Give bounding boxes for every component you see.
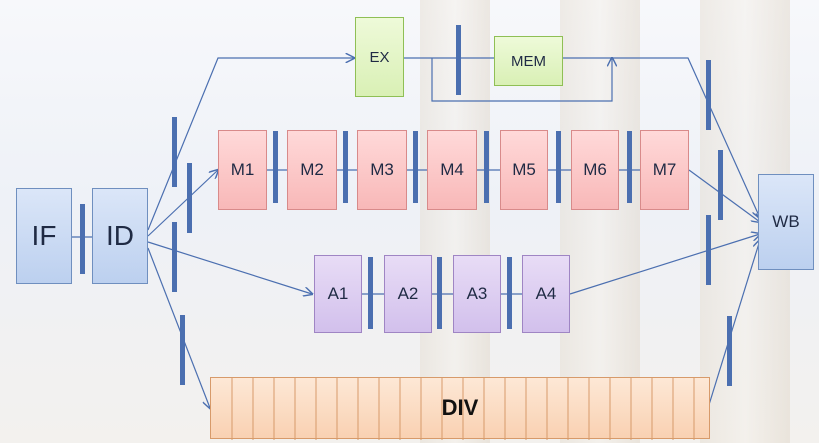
latch-div-wb [727, 316, 732, 386]
stage-m7-label: M7 [652, 160, 677, 179]
latch-a1-a2 [368, 257, 373, 329]
stage-a2-label: A2 [397, 284, 419, 303]
stage-m4-label: M4 [440, 160, 464, 179]
stage-a3: A3 [453, 255, 501, 333]
latch-m5-m6 [556, 131, 561, 203]
stage-m1: M1 [218, 130, 267, 210]
stage-ex: EX [355, 17, 404, 97]
wire-mem-wb [563, 57, 760, 218]
stage-m2-label: M2 [300, 160, 324, 179]
wire-bypass [431, 58, 612, 102]
stage-m4: M4 [427, 130, 477, 210]
latch-id-a1 [172, 222, 177, 292]
wire-id-m1 [147, 170, 218, 237]
div-cells [231, 378, 695, 440]
wire-a4-wb [569, 234, 760, 295]
stage-a4-label: A4 [535, 284, 557, 303]
wire-id-div [147, 247, 210, 408]
stage-div-label: DIV [441, 395, 479, 420]
latch-m1-m2 [273, 131, 278, 203]
stage-div: DIV [210, 377, 710, 440]
latch-m3-m4 [413, 131, 418, 203]
latch-m4-m5 [484, 131, 489, 203]
latch-if-id [80, 204, 85, 274]
wire-m7-wb [688, 169, 760, 222]
latch-mem-wb [706, 60, 711, 130]
stage-wb: WB [758, 174, 814, 270]
wire-id-ex [147, 58, 354, 231]
stage-a1: A1 [314, 255, 362, 333]
latch-ex-mem [456, 25, 461, 95]
stage-a1-label: A1 [327, 284, 349, 303]
latch-m7-wb [718, 150, 723, 220]
stage-m3-label: M3 [370, 160, 394, 179]
stage-id: ID [92, 188, 148, 284]
latch-a4-wb [706, 215, 711, 285]
stage-m6-label: M6 [583, 160, 607, 179]
stage-mem-label: MEM [511, 52, 546, 70]
latch-id-ex [172, 117, 177, 187]
stage-ex-label: EX [369, 48, 390, 66]
background-column [560, 0, 640, 443]
latch-m6-m7 [627, 131, 632, 203]
stage-mem: MEM [494, 36, 563, 86]
stage-m5: M5 [500, 130, 548, 210]
stage-if-label: IF [31, 220, 57, 251]
latch-a2-a3 [437, 257, 442, 329]
stage-m1-label: M1 [230, 160, 255, 179]
latch-m2-m3 [343, 131, 348, 203]
stage-m2: M2 [287, 130, 337, 210]
stage-m5-label: M5 [512, 160, 536, 179]
latch-id-div [180, 315, 185, 385]
stage-wb-label: WB [772, 212, 800, 231]
wire-div-wb [707, 240, 760, 409]
stage-m6: M6 [571, 130, 619, 210]
stage-id-label: ID [106, 220, 134, 251]
stage-a3-label: A3 [466, 284, 488, 303]
stage-a2: A2 [384, 255, 432, 333]
stage-m3: M3 [357, 130, 407, 210]
latch-id-m1 [187, 163, 192, 233]
stage-m7: M7 [640, 130, 689, 210]
latch-a3-a4 [507, 257, 512, 329]
stage-a4: A4 [522, 255, 570, 333]
stage-if: IF [16, 188, 72, 284]
